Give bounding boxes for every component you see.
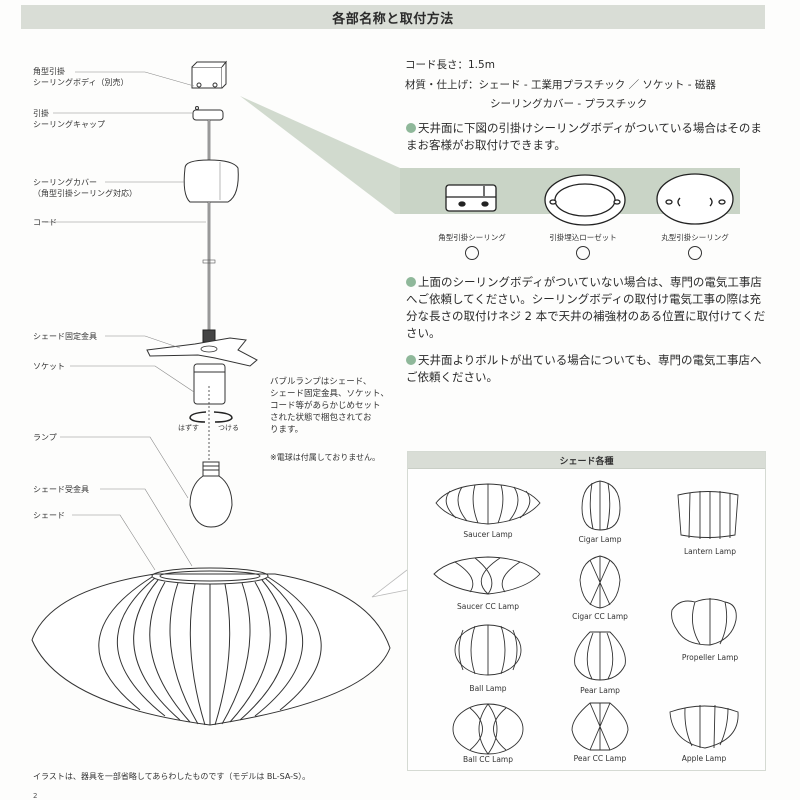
label-ceiling-cap: 引掛 シーリングキャップ [33, 109, 105, 129]
rotate-attach-label: つける [218, 424, 239, 432]
shade-caption: Ball Lamp [469, 684, 507, 693]
label-ceiling-cover: シーリングカバー （角型引掛シーリング対応） [33, 178, 137, 198]
ceiling-type-label-square: 角型引掛シーリング [438, 233, 506, 242]
shade-caption: Lantern Lamp [683, 547, 736, 556]
bullet-dot-icon [406, 355, 416, 365]
saucer-shade-icon [31, 567, 391, 726]
bullet-dot-icon [406, 123, 416, 133]
instruction-1: 天井面に下図の引掛けシーリングボディがついている場合はそのままお客様がお取付けで… [406, 121, 762, 152]
cord-length-spec: コード長さ：1.5m [405, 59, 495, 71]
ok-circle-icon [688, 246, 702, 260]
ceiling-cover-icon [183, 159, 239, 203]
shade-caption: Cigar Lamp [578, 535, 622, 544]
shade-caption: Saucer CC Lamp [456, 602, 519, 611]
label-ceiling-body: 角型引掛 シーリングボディ（別売） [33, 67, 129, 87]
ok-circle-icon [576, 246, 590, 260]
ceiling-type-label-round: 丸型引掛シーリング [661, 233, 729, 242]
label-socket: ソケット [33, 362, 65, 371]
package-note: バブルランプはシェード、 シェード固定金具、ソケット、 コード等があらかじめセッ… [270, 377, 389, 435]
page-title-bar: 各部名称と取付方法 [21, 5, 765, 29]
socket-icon [193, 363, 226, 405]
shade-caption: Apple Lamp [681, 754, 727, 763]
rotate-remove-label: はずす [178, 424, 199, 432]
materials-spec-line2: シーリングカバー - プラスチック [490, 98, 648, 110]
shade-caption: Cigar CC Lamp [572, 612, 628, 621]
ceiling-body-icon [191, 60, 228, 89]
bulb-note: ※電球は付属しておりません。 [270, 453, 380, 462]
page-number: 2 [33, 792, 38, 800]
instruction-2: 上面のシーリングボディがついていない場合は、専門の電気工事店へご依頼してください… [406, 275, 766, 340]
ceiling-cap-icon [192, 106, 224, 121]
shade-caption: Ball CC Lamp [463, 755, 513, 764]
shade-caption: Saucer Lamp [463, 530, 513, 539]
ok-circle-icon [465, 246, 479, 260]
shade-types-title: シェード各種 [408, 452, 765, 469]
materials-spec-line1: 材質・仕上げ：シェード - 工業用プラスチック ／ ソケット - 磁器 [405, 79, 716, 91]
shade-caption: Propeller Lamp [681, 653, 739, 662]
label-shade: シェード [33, 511, 65, 520]
ceiling-type-label-rosette: 引掛埋込ローゼット [549, 233, 617, 242]
label-lamp: ランプ [33, 433, 57, 442]
callout-wedge [240, 96, 400, 214]
shade-caption: Pear CC Lamp [573, 754, 627, 763]
ceiling-types-band [400, 168, 740, 214]
bulb-icon [189, 461, 233, 528]
shade-caption: Pear Lamp [580, 686, 620, 695]
label-shade-holder: シェード受金具 [33, 485, 89, 494]
bullet-dot-icon [406, 277, 416, 287]
shade-types-panel: シェード各種 [407, 451, 766, 771]
label-shade-bracket: シェード固定金具 [33, 332, 97, 341]
shade-bracket-icon [146, 337, 258, 367]
illustration-caption: イラストは、器具を一部省略してあらわしたものです（モデルは BL-SA-S）。 [33, 772, 311, 781]
page-title: 各部名称と取付方法 [332, 11, 454, 27]
instruction-3: 天井面よりボルトが出ている場合についても、専門の電気工事店へご依頼ください。 [406, 353, 762, 384]
label-cord: コード [33, 218, 57, 227]
